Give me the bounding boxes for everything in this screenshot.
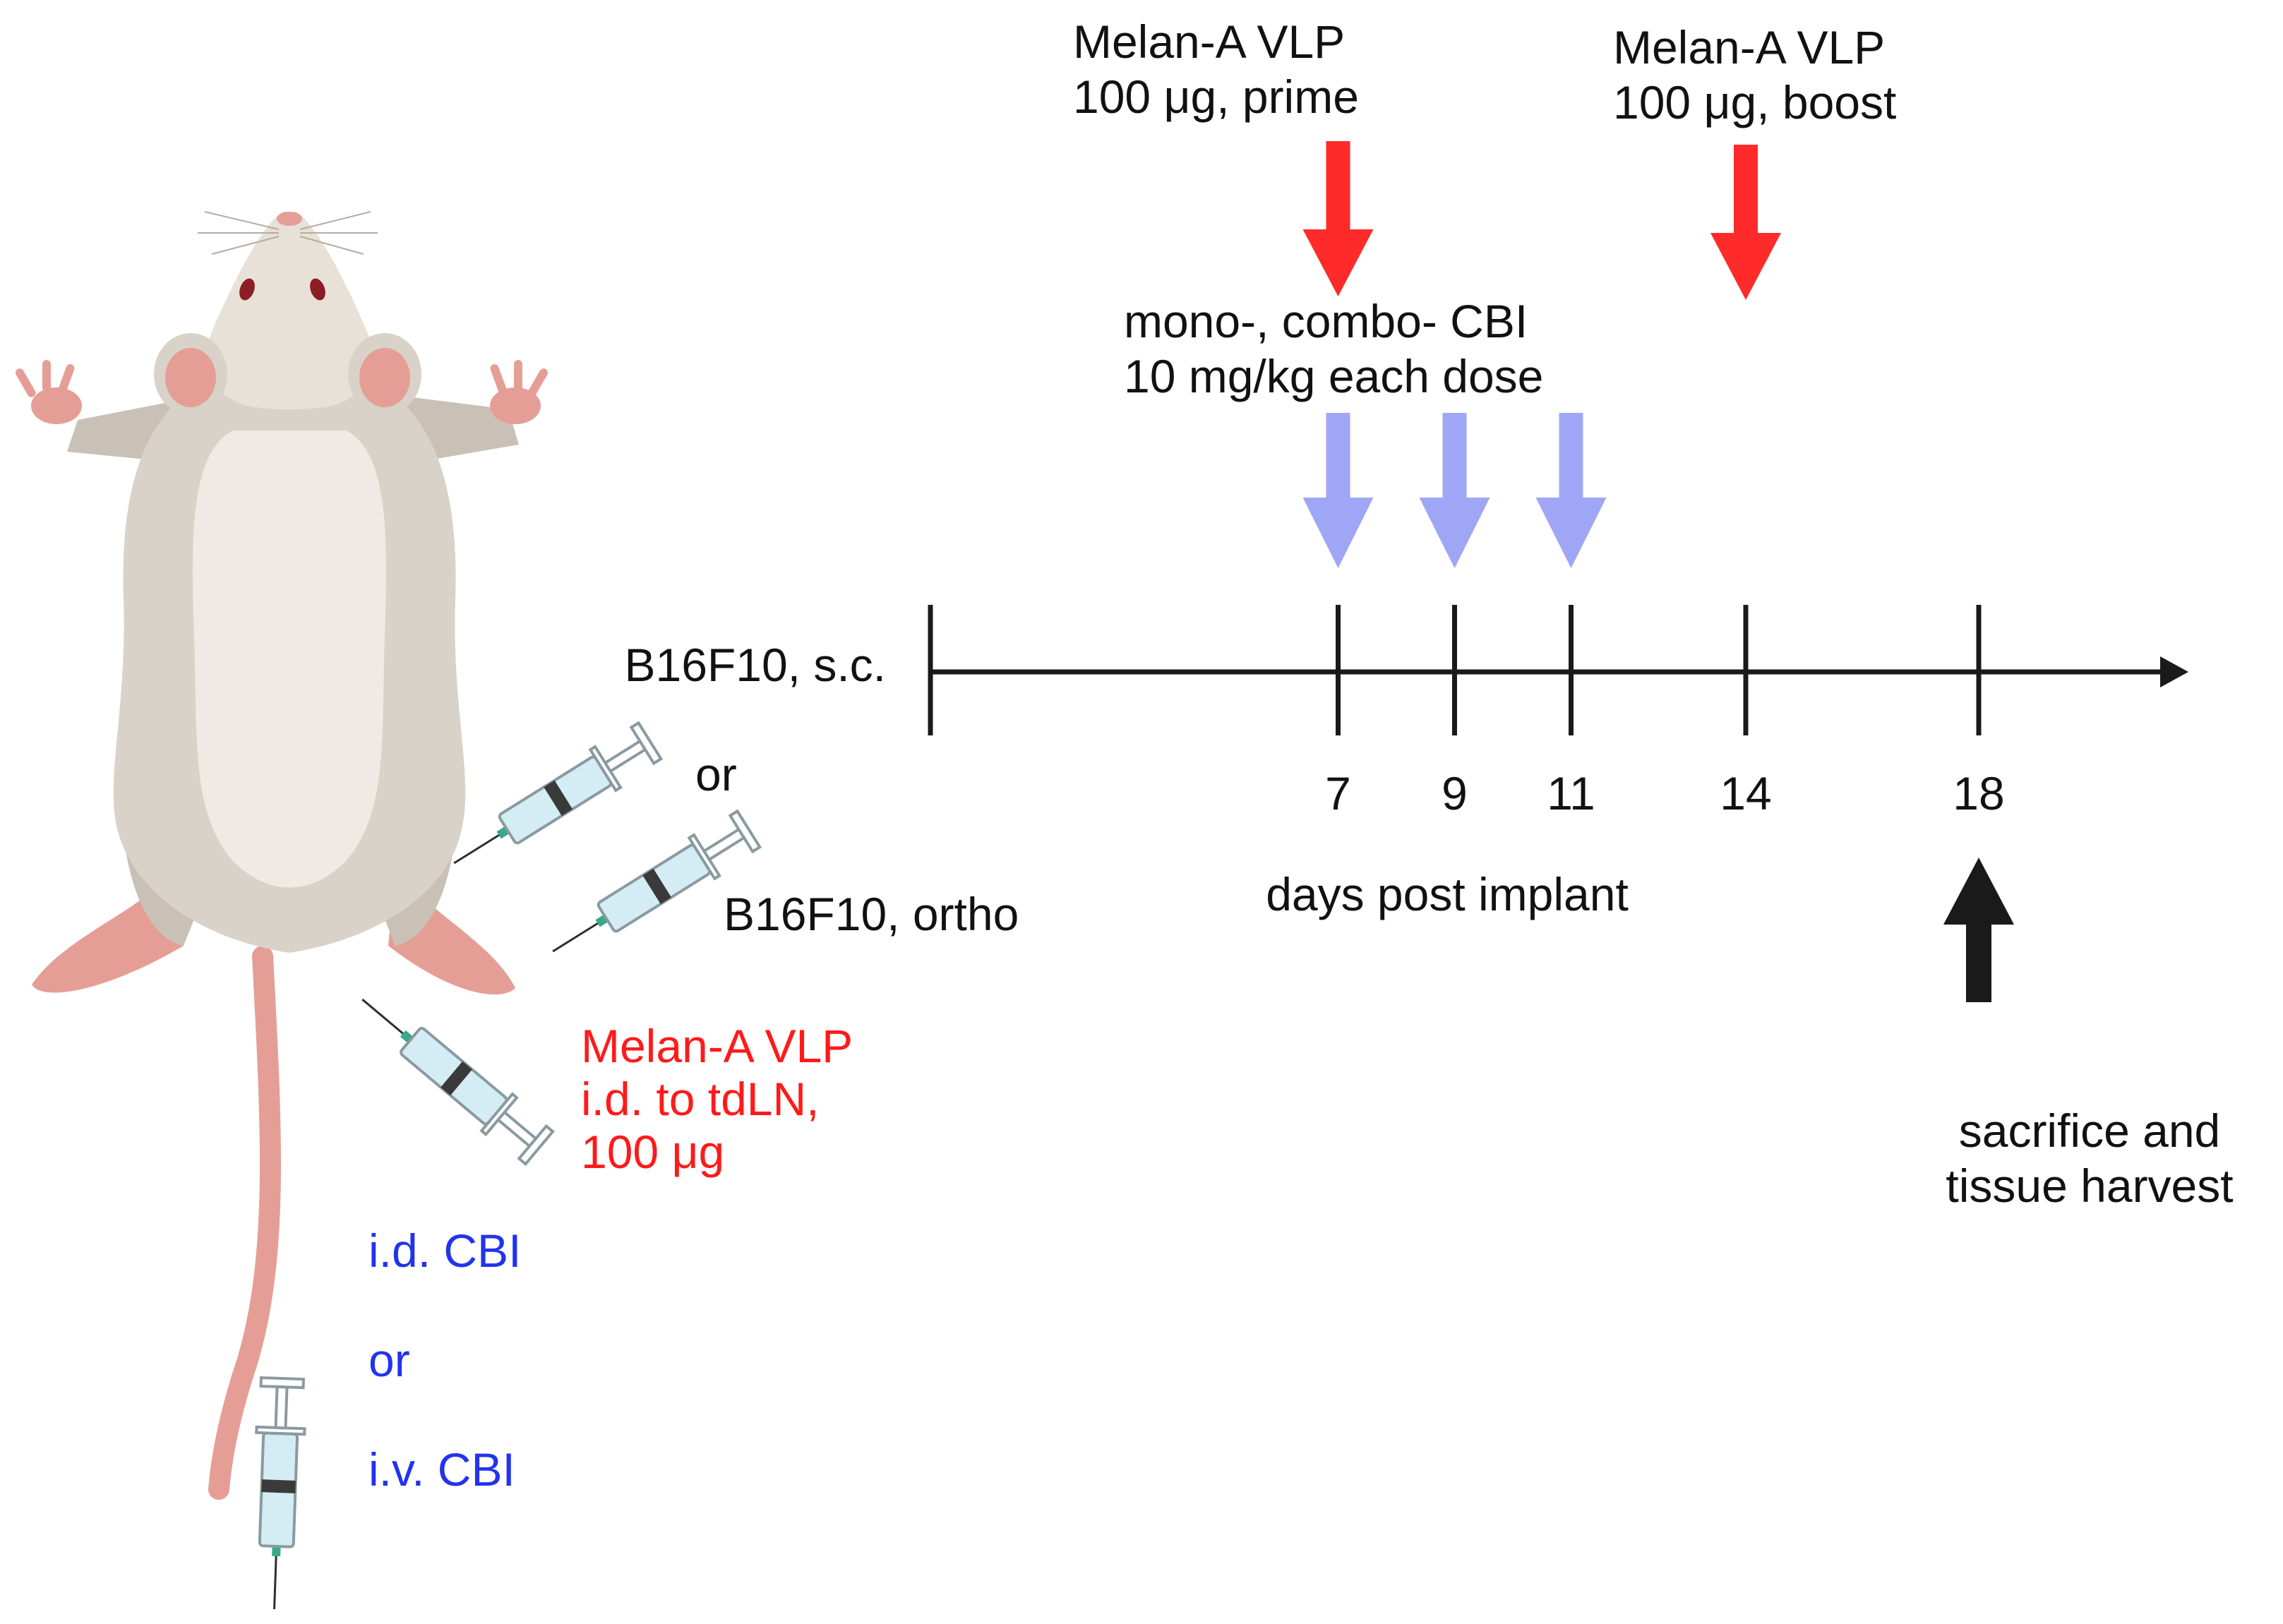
mouse-belly <box>193 431 386 888</box>
vlp-boost-line1: Melan-A VLP <box>1613 21 1885 73</box>
tick-label-9: 9 <box>1442 767 1468 819</box>
implant-label: B16F10, s.c. <box>624 639 886 691</box>
cbi-line2: 10 mg/kg each dose <box>1124 350 1543 402</box>
timeline-arrowhead <box>2160 656 2188 687</box>
endpoint-arrow <box>1943 858 2014 1002</box>
mouse-illustration <box>16 211 548 1500</box>
endpoint-line2: tissue harvest <box>1946 1160 2233 1212</box>
ortho-label: B16F10, ortho <box>724 888 1019 940</box>
syringe-vlp-icon <box>345 980 556 1168</box>
mouse-whiskers <box>198 211 378 255</box>
tick-label-7: 7 <box>1325 767 1351 819</box>
tick-label-11: 11 <box>1547 767 1595 819</box>
tick-label-18: 18 <box>1953 767 2004 819</box>
cbi-id-label: i.d. CBI <box>368 1225 521 1277</box>
cbi-arrow-day-7 <box>1302 413 1374 568</box>
vlp-boost-line2: 100 μg, boost <box>1613 76 1896 128</box>
vlp-route-line1: Melan-A VLP <box>581 1020 853 1072</box>
dose-arrows <box>1302 141 2014 1002</box>
mouse-left-eye <box>239 278 255 301</box>
vlp-route-line3: 100 μg <box>581 1126 724 1178</box>
mouse-tail <box>208 946 281 1500</box>
timeline: B16F10, s.c. 7 9 11 14 18 days post implant <box>624 605 2188 920</box>
cbi-iv-label: i.v. CBI <box>368 1443 515 1496</box>
tick-label-14: 14 <box>1720 767 1771 819</box>
cbi-line1: mono-, combo- CBI <box>1124 295 1528 347</box>
mouse-right-paw <box>490 360 548 424</box>
mouse-nose <box>277 212 302 226</box>
endpoint-line1: sacrifice and <box>1959 1105 2221 1157</box>
vlp-prime-line1: Melan-A VLP <box>1073 16 1345 68</box>
vlp-boost-arrow <box>1710 145 1781 300</box>
vlp-prime-line2: 100 μg, prime <box>1073 71 1359 123</box>
cbi-arrow-day-11 <box>1535 413 1607 568</box>
cbi-arrow-day-9 <box>1419 413 1490 568</box>
syringe-sc-icon <box>440 718 664 885</box>
axis-label: days post implant <box>1266 868 1629 920</box>
or-label-top: or <box>695 748 737 800</box>
syringe-cbi-icon <box>251 1378 306 1610</box>
mouse-left-paw <box>16 360 82 424</box>
vlp-prime-arrow <box>1302 141 1374 296</box>
cbi-or-label: or <box>368 1334 410 1386</box>
mouse-head <box>206 212 373 410</box>
vlp-route-line2: i.d. to tdLN, <box>581 1073 820 1125</box>
mouse-right-eye <box>310 278 325 301</box>
timeline-ticks: 7 9 11 14 18 <box>928 605 2005 819</box>
